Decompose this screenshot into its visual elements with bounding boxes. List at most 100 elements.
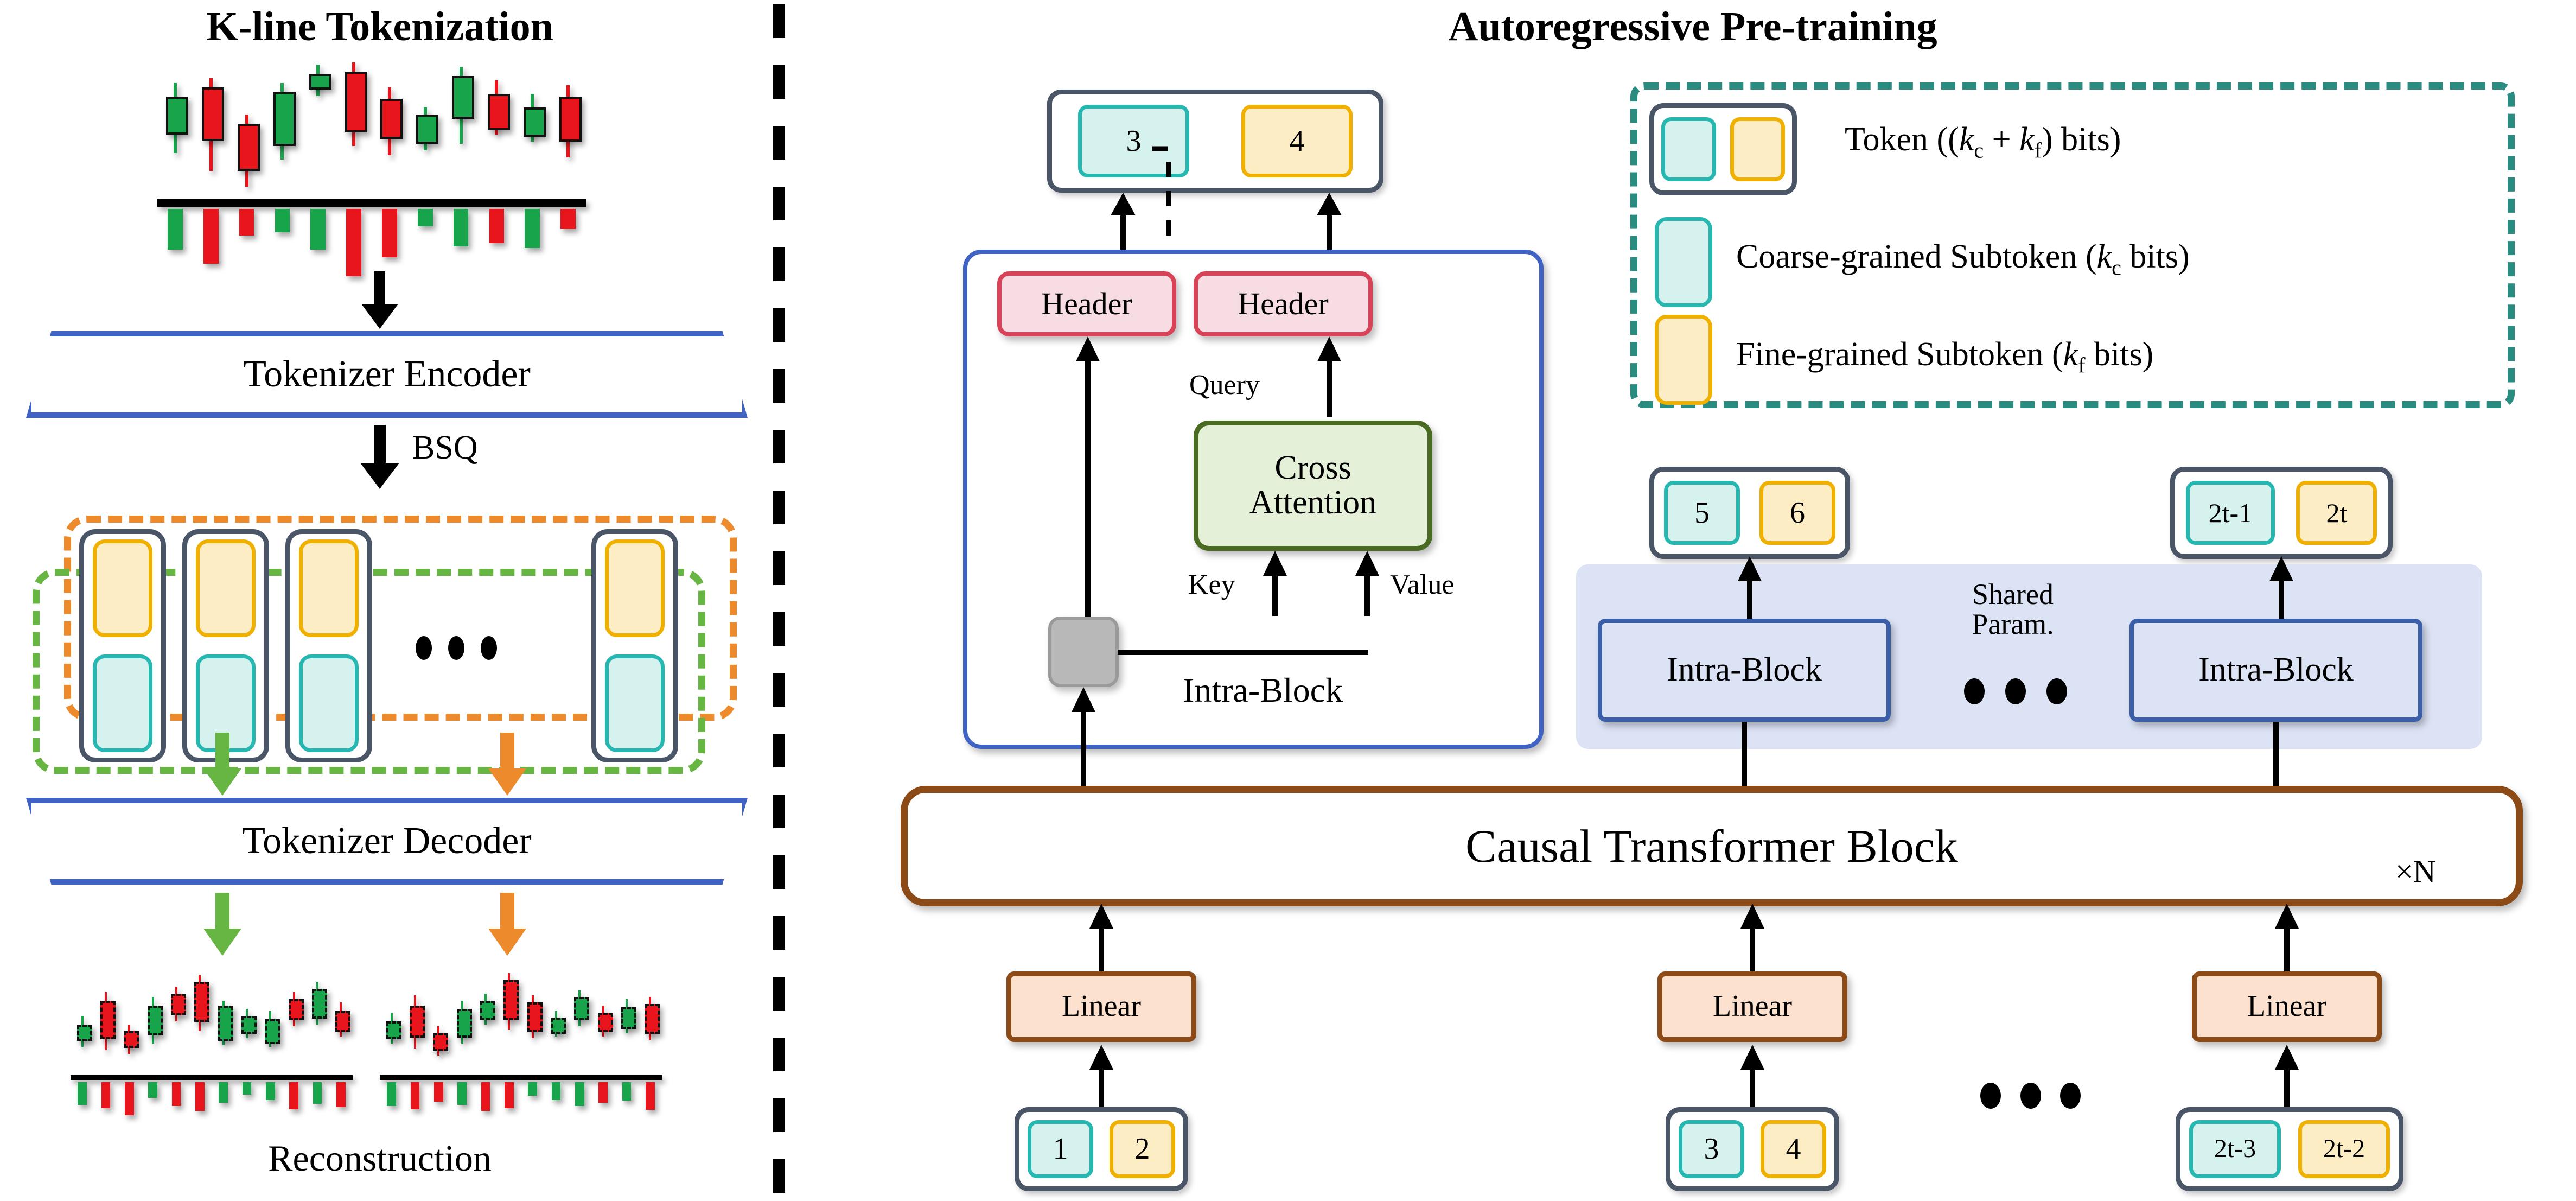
legend-coarse-sub: c: [2112, 255, 2121, 280]
trapezoid-shape: [26, 331, 748, 418]
volume-bar: [275, 209, 290, 233]
candle-body: [386, 1021, 401, 1039]
linear-block-1[interactable]: Linear: [1006, 971, 1196, 1042]
shared-param-label: Shared Param.: [1931, 579, 2094, 641]
input-token-2-fine[interactable]: 4: [1761, 1120, 1826, 1178]
mid-token-box-1[interactable]: 5 6: [1649, 467, 1850, 559]
candle-body: [527, 1002, 543, 1033]
coarse-subtoken[interactable]: [298, 654, 359, 752]
fine-subtoken[interactable]: [195, 539, 256, 638]
linear-block-3[interactable]: Linear: [2192, 971, 2382, 1042]
candle-body: [335, 1011, 351, 1033]
output-fine-subtoken[interactable]: 4: [1241, 104, 1353, 178]
output-token-box[interactable]: 3 4: [1047, 90, 1383, 193]
token-column-3[interactable]: [285, 529, 372, 762]
candle-body: [574, 997, 590, 1021]
legend-token-k1: k: [1959, 121, 1974, 158]
fine-subtoken[interactable]: [92, 539, 153, 638]
candle-body: [645, 1003, 660, 1034]
candle-body: [124, 1031, 139, 1048]
candle-body: [309, 73, 331, 90]
volume-bar: [242, 1082, 252, 1095]
candle-body: [171, 994, 186, 1015]
arrow-intra2-to-mid-token2: [2265, 556, 2298, 624]
arrow-token3-to-linear3: [2271, 1045, 2303, 1109]
arrow-linear3-to-causal: [2271, 904, 2303, 971]
volume-bar: [575, 1082, 584, 1106]
bsq-label: BSQ: [412, 429, 478, 466]
legend-token-sub1: c: [1974, 138, 1984, 163]
input-token-3-coarse[interactable]: 2t-3: [2189, 1120, 2281, 1178]
candle-body: [416, 114, 439, 144]
candle-body: [194, 981, 210, 1022]
coarse-subtoken[interactable]: [92, 654, 153, 752]
arrow-key-to-cross: [1259, 551, 1291, 616]
input-token-box-3[interactable]: 2t-3 2t-2: [2176, 1107, 2403, 1191]
mid-token-2-coarse[interactable]: 2t-1: [2185, 480, 2275, 545]
volume-bar: [645, 1082, 655, 1110]
page-title-left: K-line Tokenization: [206, 4, 553, 49]
volume-bar: [203, 209, 219, 264]
intra-block-detail-label: Intra-Block: [1183, 671, 1343, 709]
arrow-coarse-to-decoder: [193, 733, 252, 798]
candle-body: [597, 1012, 613, 1033]
arrow-causal-to-intra-2: [2260, 722, 2292, 795]
coarse-subtoken[interactable]: [604, 654, 665, 752]
fine-subtoken[interactable]: [298, 539, 359, 638]
mid-token-box-2[interactable]: 2t-1 2t: [2170, 467, 2393, 559]
intra-block-1[interactable]: Intra-Block: [1598, 619, 1891, 722]
cross-attention-line2: Attention: [1249, 484, 1377, 521]
input-token-box-2[interactable]: 3 4: [1666, 1107, 1839, 1191]
candle-body: [238, 123, 260, 171]
token-column-1[interactable]: [79, 529, 166, 762]
header-box-left[interactable]: Header: [997, 271, 1176, 336]
legend-fine-sub: f: [2078, 353, 2086, 378]
legend-label-token: Token ((kc + kf) bits): [1845, 120, 2121, 163]
reconstruction-chart-left: [71, 971, 353, 1129]
causal-transformer-label: Causal Transformer Block: [1465, 819, 1958, 872]
tokenizer-decoder-block[interactable]: Tokenizer Decoder: [26, 798, 748, 885]
legend-coarse-k: k: [2096, 238, 2112, 275]
legend-fine-text-before: Fine-grained Subtoken (: [1736, 336, 2063, 373]
volume-bar: [525, 209, 540, 248]
volume-bar: [171, 1082, 181, 1106]
linear-block-2[interactable]: Linear: [1657, 971, 1847, 1042]
mid-token-1-fine[interactable]: 6: [1759, 480, 1836, 545]
candle-body: [410, 1006, 425, 1038]
fine-subtoken[interactable]: [604, 539, 665, 638]
candle-body: [487, 94, 510, 130]
volume-bar: [489, 209, 505, 244]
input-token-1-fine[interactable]: 2: [1110, 1120, 1175, 1178]
legend-token-text-after: ) bits): [2041, 121, 2121, 158]
input-token-1-coarse[interactable]: 1: [1028, 1120, 1093, 1178]
candle-body: [312, 988, 327, 1019]
volume-bar: [481, 1082, 490, 1111]
token-column-2[interactable]: [182, 529, 269, 762]
causal-transformer-block[interactable]: Causal Transformer Block: [901, 786, 2523, 906]
arrow-causal-to-intra-1: [1728, 722, 1761, 795]
candle-body: [345, 71, 367, 132]
candle-body: [273, 92, 296, 146]
arrow-encoder-to-tokens: [347, 425, 412, 491]
arrow-linear2-to-causal: [1736, 904, 1769, 971]
candle-body: [452, 76, 475, 119]
arrow-value-to-cross: [1351, 551, 1383, 616]
input-token-2-coarse[interactable]: 3: [1679, 1120, 1744, 1178]
token-column-4[interactable]: [591, 529, 678, 762]
volume-bar: [313, 1082, 322, 1104]
volume-bar: [219, 1082, 228, 1103]
shared-param-line2: Param.: [1972, 608, 2054, 641]
mid-token-2-fine[interactable]: 2t: [2296, 480, 2377, 545]
input-token-3-fine[interactable]: 2t-2: [2298, 1120, 2390, 1178]
header-box-right[interactable]: Header: [1194, 271, 1373, 336]
input-token-box-1[interactable]: 1 2: [1015, 1107, 1188, 1191]
mid-token-1-coarse[interactable]: 5: [1663, 480, 1740, 545]
trapezoid-shape: [26, 798, 748, 885]
candle-body: [480, 1000, 495, 1021]
intra-block-2[interactable]: Intra-Block: [2129, 619, 2422, 722]
cross-attention-box[interactable]: Cross Attention: [1194, 421, 1432, 551]
legend-fine-half: [1730, 117, 1786, 182]
tokenizer-encoder-block[interactable]: Tokenizer Encoder: [26, 331, 748, 418]
volume-bar: [382, 209, 397, 258]
candle-body: [551, 1018, 566, 1034]
